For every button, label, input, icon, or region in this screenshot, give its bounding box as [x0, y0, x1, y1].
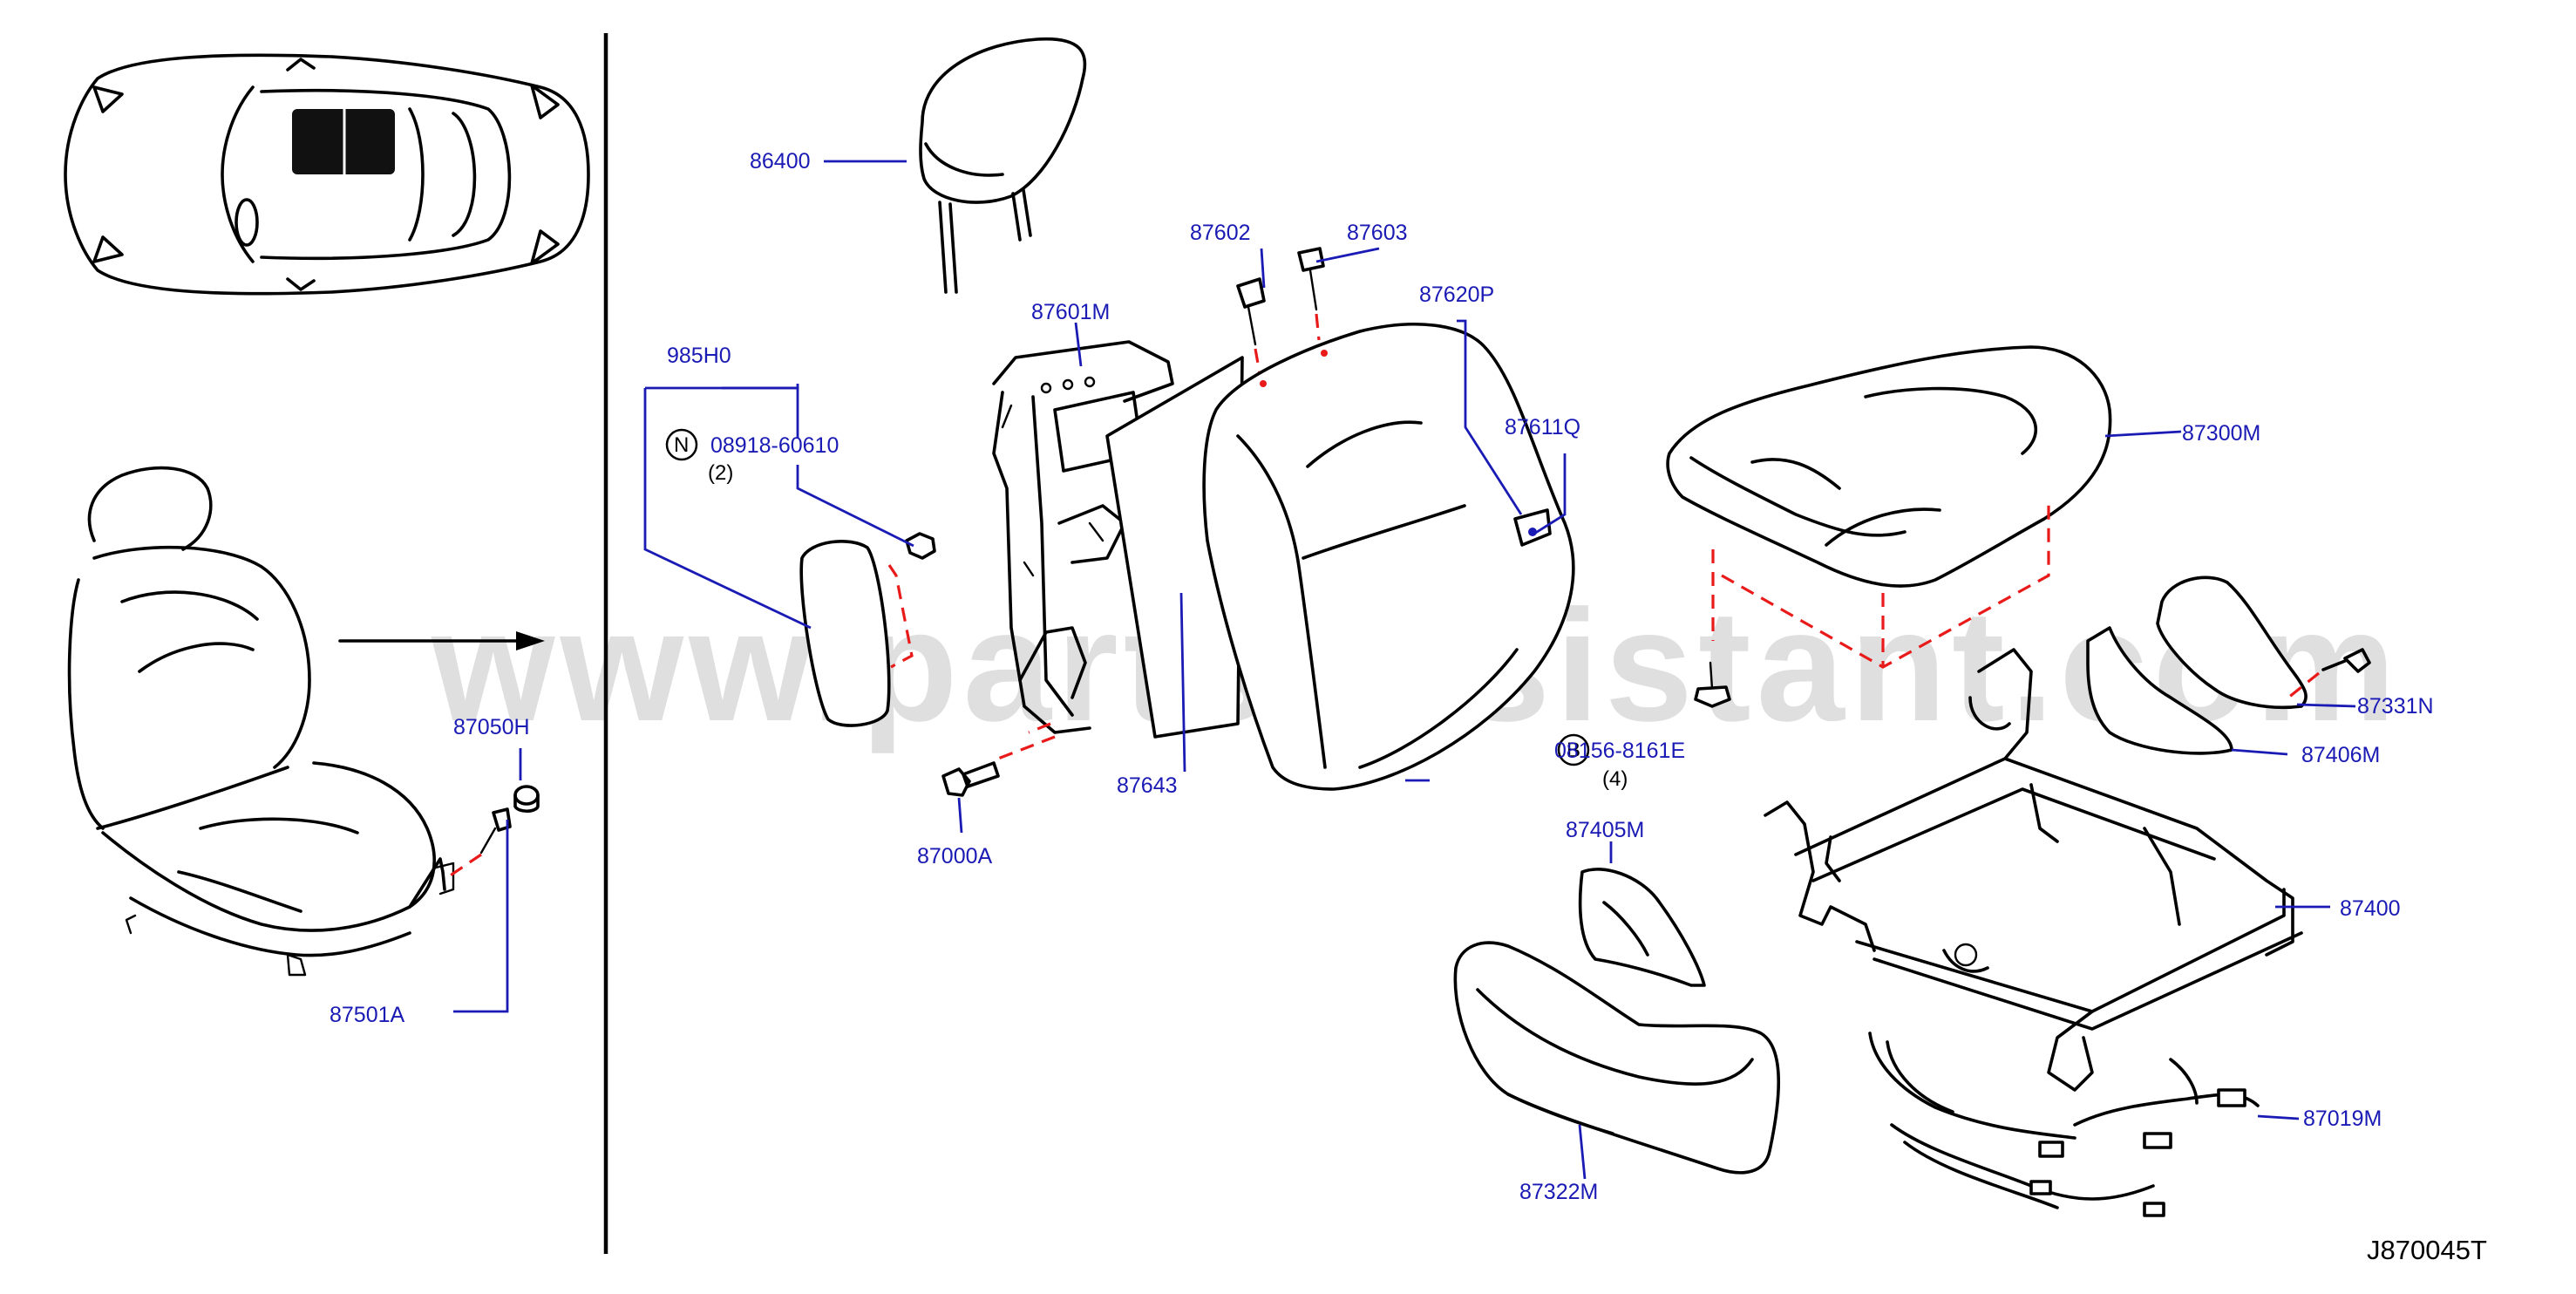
- label-985H0[interactable]: 985H0: [667, 344, 731, 368]
- headrest-illustration: [919, 37, 1087, 294]
- label-08156-8161E[interactable]: 08156-8161E: [1554, 739, 1685, 763]
- diagram-code: J870045T: [2367, 1235, 2487, 1265]
- label-87019M[interactable]: 87019M: [2303, 1107, 2382, 1131]
- seat-cushion-cover-illustration: [1666, 345, 2112, 669]
- label-87000A[interactable]: 87000A: [917, 844, 993, 868]
- outer-shield-illustration: [1578, 868, 1706, 987]
- label-87405M[interactable]: 87405M: [1566, 818, 1644, 842]
- marker-b: B: [1567, 739, 1580, 762]
- label-87322M[interactable]: 87322M: [1519, 1180, 1598, 1204]
- leader-lines: [453, 160, 2356, 1180]
- label-87601M[interactable]: 87601M: [1031, 300, 1110, 324]
- qty-08156: (4): [1602, 767, 1628, 791]
- qty-08918: (2): [708, 461, 733, 485]
- marker-n: N: [674, 433, 689, 457]
- side-finisher-inner-illustration: [2086, 575, 2371, 755]
- side-airbag-illustration: [799, 532, 936, 727]
- label-86400[interactable]: 86400: [750, 149, 811, 174]
- full-seat-illustration: [67, 466, 545, 977]
- headrest-guides-illustration: [1236, 247, 1325, 374]
- label-87603[interactable]: 87603: [1347, 221, 1408, 245]
- label-87620P[interactable]: 87620P: [1419, 283, 1494, 307]
- seat-back-cover-illustration: [1202, 323, 1575, 791]
- label-87611Q[interactable]: 87611Q: [1505, 415, 1580, 439]
- label-87643[interactable]: 87643: [1117, 773, 1178, 798]
- marker-n-circle: [665, 428, 698, 461]
- label-08918-60610[interactable]: 08918-60610: [710, 433, 839, 458]
- label-87400[interactable]: 87400: [2340, 896, 2401, 921]
- marker-b-circle: [1557, 733, 1590, 766]
- wiring-harness-illustration: [1868, 1032, 2260, 1217]
- seat-frame-illustration: [1764, 648, 2303, 1092]
- label-87300M[interactable]: 87300M: [2182, 421, 2260, 446]
- seat-bolt-cap-illustration: [448, 785, 540, 878]
- bolt-87000A-illustration: [941, 761, 1000, 797]
- label-87602[interactable]: 87602: [1190, 221, 1251, 245]
- label-87050H[interactable]: 87050H: [453, 715, 530, 739]
- car-top-view-illustration: [64, 53, 590, 296]
- label-87501A[interactable]: 87501A: [330, 1003, 405, 1027]
- label-87406M[interactable]: 87406M: [2301, 743, 2380, 767]
- label-87331N[interactable]: 87331N: [2357, 694, 2434, 719]
- bolt-08156-illustration: [1694, 661, 1731, 708]
- outer-finisher-illustration: [1453, 941, 1781, 1175]
